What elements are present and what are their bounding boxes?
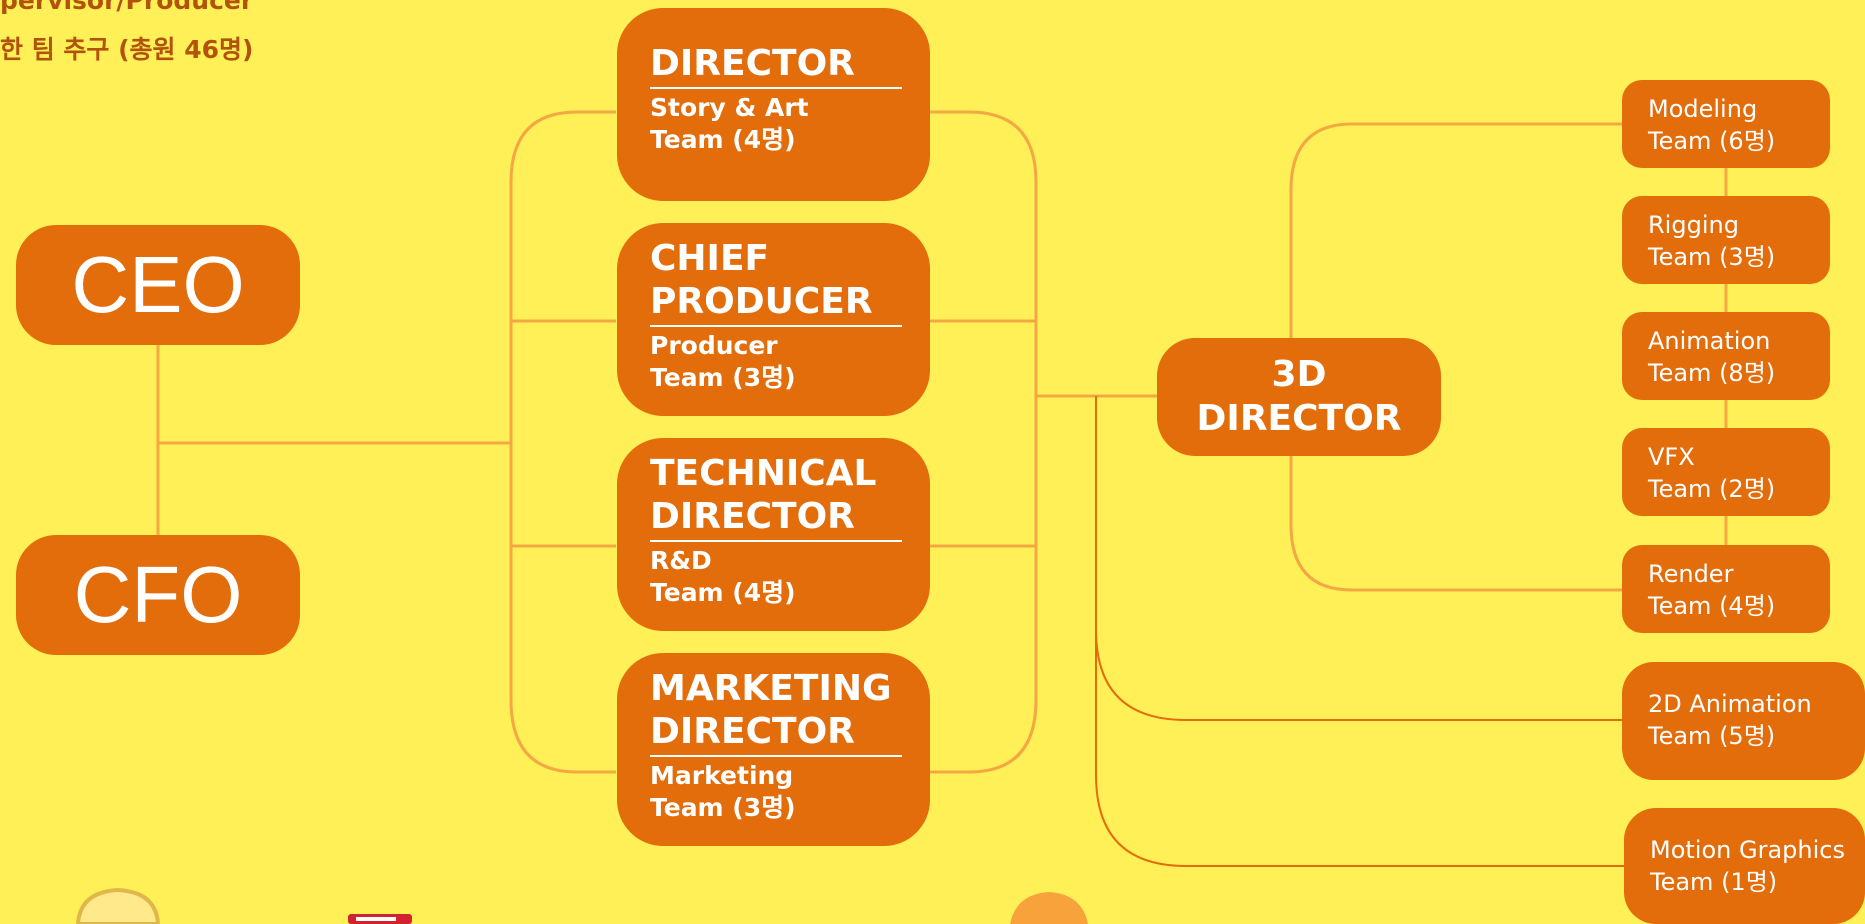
chief-producer-team-count: Team (3명) (650, 363, 796, 392)
2d-animation-team-box: 2D Animation Team (5명) (1622, 662, 1865, 780)
orange-character-icon (1010, 892, 1088, 924)
marketing-director-team-count: Team (3명) (650, 793, 796, 822)
team-name: Render (1648, 560, 1734, 588)
3d-director-box: 3D DIRECTOR (1157, 338, 1441, 456)
team-name: 2D Animation (1648, 690, 1812, 718)
3d-director-line-1: 3D (1271, 354, 1327, 395)
director-team-name: Story & Art (650, 93, 809, 122)
director-title: DIRECTOR (650, 43, 855, 84)
team-count: Team (2명) (1648, 475, 1776, 503)
technical-director-box: TECHNICAL DIRECTOR R&D Team (4명) (617, 438, 930, 631)
team-count: Team (4명) (1648, 592, 1776, 620)
marketing-director-title: MARKETING DIRECTOR (650, 668, 892, 752)
divider (650, 325, 902, 327)
ceo-label: CEO (71, 240, 245, 329)
team-count: Team (1명) (1650, 868, 1778, 896)
divider (650, 755, 902, 757)
director-box: DIRECTOR Story & Art Team (4명) (617, 8, 930, 201)
red-book-icon (348, 914, 412, 924)
divider (650, 87, 902, 89)
cfo-box: CFO (16, 535, 300, 655)
team-count: Team (6명) (1648, 127, 1776, 155)
rigging-team-box: Rigging Team (3명) (1622, 196, 1830, 284)
chief-producer-team-name: Producer (650, 331, 778, 360)
divider (650, 540, 902, 542)
technical-director-team-count: Team (4명) (650, 578, 796, 607)
cfo-label: CFO (73, 550, 243, 639)
ceo-box: CEO (16, 225, 300, 345)
team-name: Modeling (1648, 95, 1758, 123)
team-name: Rigging (1648, 211, 1739, 239)
top-note-line-2: 한 팀 추구 (총원 46명) (0, 35, 254, 64)
modeling-team-box: Modeling Team (6명) (1622, 80, 1830, 168)
team-name: VFX (1648, 443, 1695, 471)
character-face-icon (75, 887, 161, 924)
top-note-line-1: pervisor/Producer (0, 0, 254, 15)
team-name: Motion Graphics (1650, 836, 1845, 864)
team-count: Team (5명) (1648, 722, 1776, 750)
marketing-director-box: MARKETING DIRECTOR Marketing Team (3명) (617, 653, 930, 846)
chief-producer-title: CHIEF PRODUCER (650, 238, 873, 322)
chief-producer-box: CHIEF PRODUCER Producer Team (3명) (617, 223, 930, 416)
team-name: Animation (1648, 327, 1771, 355)
vfx-team-box: VFX Team (2명) (1622, 428, 1830, 516)
animation-team-box: Animation Team (8명) (1622, 312, 1830, 400)
team-count: Team (3명) (1648, 243, 1776, 271)
director-team-count: Team (4명) (650, 125, 796, 154)
marketing-director-team-name: Marketing (650, 761, 794, 790)
motion-graphics-team-box: Motion Graphics Team (1명) (1624, 808, 1865, 924)
team-count: Team (8명) (1648, 359, 1776, 387)
3d-director-line-2: DIRECTOR (1196, 398, 1402, 439)
technical-director-title: TECHNICAL DIRECTOR (650, 453, 877, 537)
technical-director-team-name: R&D (650, 546, 712, 575)
render-team-box: Render Team (4명) (1622, 545, 1830, 633)
